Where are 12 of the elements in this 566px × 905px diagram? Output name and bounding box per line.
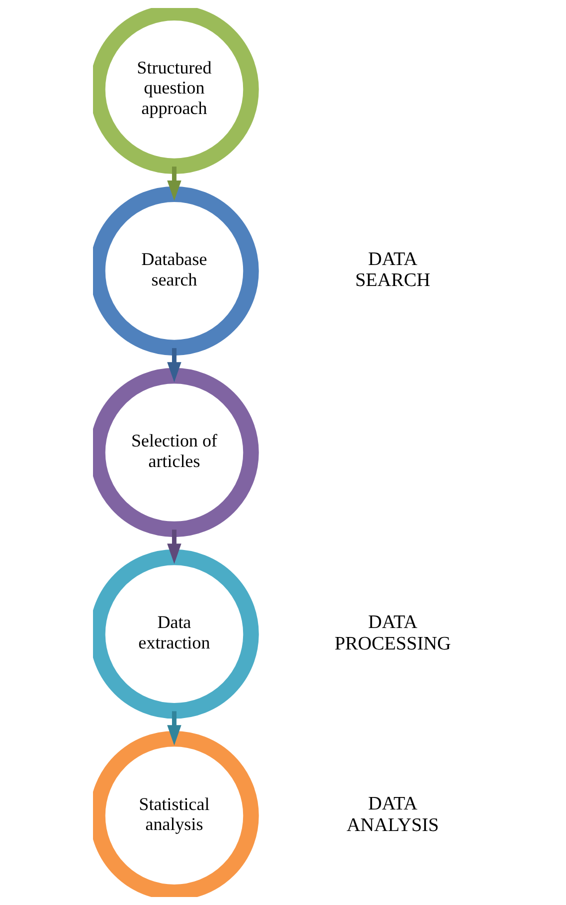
arrow: [166, 348, 181, 382]
arrow: [166, 166, 181, 201]
node-circle: Data extraction: [92, 549, 258, 719]
node-circle: Statistical analysis: [92, 730, 258, 897]
label: DATA SEARCH: [354, 248, 430, 292]
label: DATA ANALYSIS: [346, 794, 438, 836]
arrow: [166, 711, 181, 746]
label: DATA PROCESSING: [334, 612, 450, 654]
node-circle: Database search: [92, 186, 258, 356]
node-circle: Selection of articles: [92, 368, 258, 538]
arrow: [166, 530, 181, 564]
node-circle: Structured question approach: [92, 8, 258, 174]
